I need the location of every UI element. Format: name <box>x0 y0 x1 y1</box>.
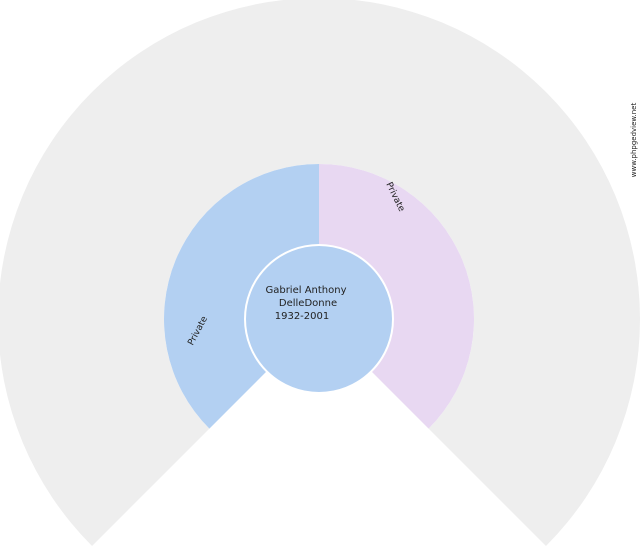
mother-segment[interactable] <box>319 164 474 429</box>
root-name-line2: DelleDonne <box>279 298 337 309</box>
father-segment[interactable] <box>164 164 319 429</box>
root-dates: 1932-2001 <box>275 311 330 322</box>
root-name-line1: Gabriel Anthony <box>265 285 346 296</box>
watermark: www.phpgedview.net <box>630 103 638 178</box>
root-person-circle[interactable] <box>244 244 394 394</box>
